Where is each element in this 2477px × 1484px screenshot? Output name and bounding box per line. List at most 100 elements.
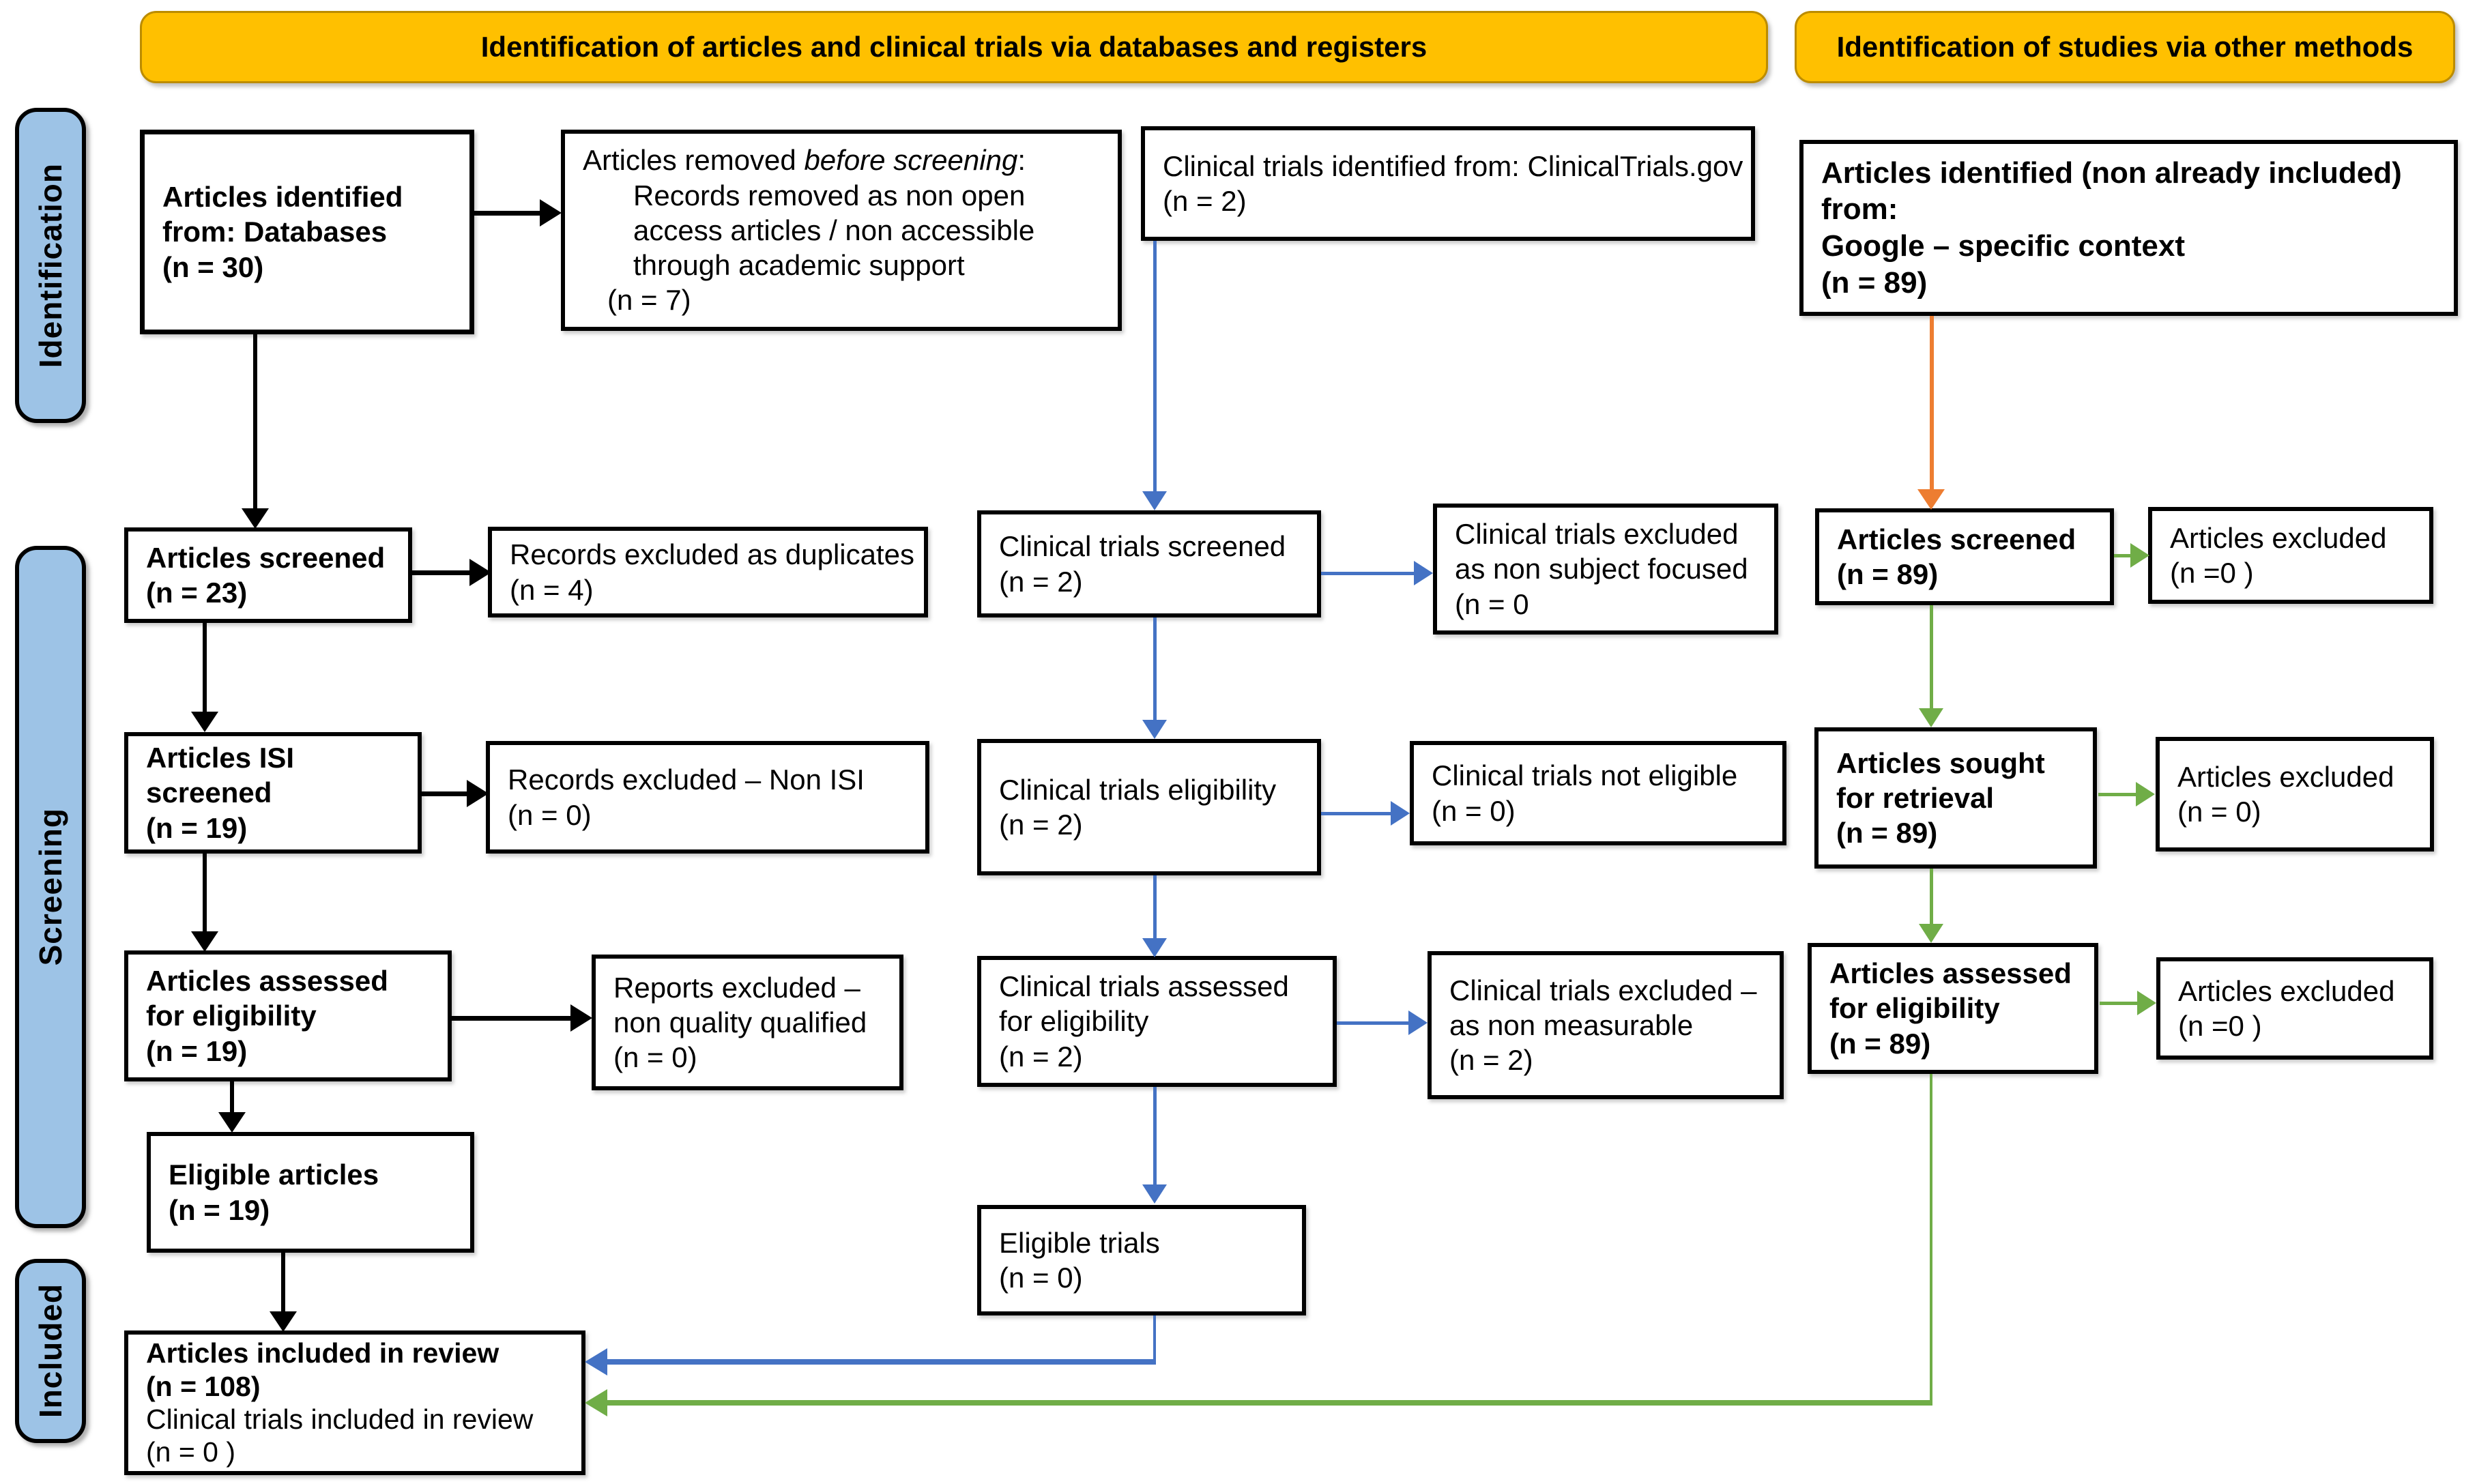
box-line: Articles assessed — [146, 965, 388, 998]
box-line: (n = 0 — [1455, 587, 1529, 620]
box-articles-isi-screened: Articles ISI screened (n = 19) — [124, 732, 422, 854]
box-line: Articles excluded — [2170, 521, 2387, 554]
box-line-part: Articles removed — [583, 144, 805, 177]
arrow-trials-identified-to-screened-line — [1153, 241, 1157, 493]
box-line: Clinical trials assessed — [999, 970, 1289, 1003]
box-trials-screened: Clinical trials screened (n = 2) — [977, 510, 1321, 617]
box-line: Clinical trials included in review — [146, 1403, 534, 1435]
box-line: (n = 89) — [1837, 558, 1939, 590]
box-line: (n = 2) — [999, 565, 1083, 598]
arrow-assessed-to-reports-line — [452, 1016, 572, 1021]
banner-other-methods: Identification of studies via other meth… — [1795, 11, 2455, 83]
arrow-identified-to-removed-line — [474, 211, 541, 216]
box-line: Articles assessed — [1829, 957, 2072, 990]
arrow-assessed-other-to-included-head — [585, 1389, 607, 1416]
box-records-excluded-non-isi: Records excluded – Non ISI (n = 0) — [486, 741, 929, 854]
arrow-eligibility-to-assessed-head — [1142, 938, 1167, 957]
arrow-screened-to-duplicates-head — [469, 559, 491, 586]
arrow-trials-screened-to-excluded-head — [1414, 561, 1433, 585]
box-line: (n = 2) — [1163, 185, 1247, 217]
box-line: Articles screened — [1837, 523, 2076, 555]
box-line: for eligibility — [146, 1000, 317, 1032]
arrow-sought-to-excluded-head — [2136, 782, 2155, 806]
box-eligible-articles: Eligible articles (n = 19) — [147, 1132, 474, 1253]
box-line: (n =0 ) — [2170, 557, 2254, 589]
box-line: Google – specific context — [1821, 229, 2186, 263]
box-articles-screened: Articles screened (n = 23) — [124, 527, 412, 623]
arrow-assessed-other-to-included-line — [606, 1400, 1932, 1406]
box-line: (n = 0) — [613, 1041, 697, 1074]
box-line: screened — [146, 776, 272, 809]
box-trials-excluded-non-measurable: Clinical trials excluded – as non measur… — [1428, 951, 1784, 1099]
arrow-identified-to-removed-head — [540, 199, 562, 227]
stage-label-included: Included — [15, 1259, 86, 1443]
box-line: (n = 7) — [607, 284, 691, 317]
arrow-isi-to-assessed-line — [203, 854, 207, 933]
box-line: (n = 108) — [146, 1370, 261, 1402]
box-line: non quality qualified — [613, 1006, 867, 1038]
box-line: (n = 0 ) — [146, 1436, 236, 1468]
arrow-identified-to-screened-head — [242, 508, 269, 529]
box-trials-excluded-non-subject: Clinical trials excluded as non subject … — [1433, 504, 1778, 635]
box-trials-assessed: Clinical trials assessed for eligibility… — [977, 956, 1337, 1087]
box-included-review: Articles included in review (n = 108) Cl… — [124, 1330, 585, 1475]
box-articles-identified: Articles identified from: Databases (n =… — [140, 130, 474, 334]
arrow-identified-other-to-screened-line — [1930, 316, 1934, 491]
box-line: Articles excluded — [2178, 974, 2395, 1007]
box-line: (n = 89) — [1829, 1027, 1931, 1060]
arrow-identified-to-screened-line — [253, 334, 257, 510]
box-line: (n = 30) — [162, 250, 264, 283]
banner-other-methods-label: Identification of studies via other meth… — [1836, 31, 2414, 63]
box-articles-assessed-other: Articles assessed for eligibility (n = 8… — [1808, 943, 2098, 1074]
box-line: (n = 89) — [1836, 817, 1938, 849]
box-line: Articles identified (non already include… — [1821, 156, 2402, 227]
box-line: (n = 2) — [999, 809, 1083, 841]
box-line: Records excluded as duplicates — [510, 538, 915, 571]
box-line: Articles included in review — [146, 1337, 499, 1369]
box-line: (n = 19) — [169, 1193, 270, 1226]
arrow-assessed-other-to-excluded-line — [2100, 1002, 2139, 1005]
arrow-screened-other-to-sought-head — [1919, 708, 1943, 727]
box-line: Clinical trials identified from: Clinica… — [1163, 149, 1743, 182]
box-line: (n = 4) — [510, 573, 594, 606]
box-line-italic: before screening — [804, 144, 1018, 177]
stage-label-included-text: Included — [33, 1283, 68, 1418]
box-line: (n = 0) — [999, 1262, 1083, 1294]
arrow-trials-identified-to-screened-head — [1142, 491, 1167, 510]
arrow-trials-screened-to-eligibility-head — [1142, 720, 1167, 739]
box-line: (n = 89) — [1821, 265, 1928, 300]
box-line: (n = 2) — [999, 1040, 1083, 1073]
banner-databases-label: Identification of articles and clinical … — [480, 31, 1428, 63]
box-line: Eligible trials — [999, 1226, 1160, 1259]
box-records-excluded-duplicates: Records excluded as duplicates (n = 4) — [488, 527, 928, 617]
arrow-screened-to-isi-line — [203, 623, 207, 713]
box-line: (n = 23) — [146, 577, 248, 609]
box-line: (n =0 ) — [2178, 1010, 2262, 1042]
box-trials-eligibility: Clinical trials eligibility (n = 2) — [977, 739, 1321, 875]
box-line: through academic support — [633, 249, 965, 282]
box-line: for eligibility — [1829, 992, 2000, 1025]
arrow-trials-assessed-to-eligible-head — [1142, 1184, 1167, 1204]
arrow-articles-screened-other-to-excluded-line — [2114, 554, 2132, 557]
box-line: (n = 19) — [146, 1034, 248, 1067]
box-articles-excluded-2: Articles excluded (n = 0) — [2156, 737, 2434, 852]
box-line: Articles excluded — [2177, 760, 2394, 793]
box-line: (n = 2) — [1449, 1044, 1533, 1077]
arrow-trials-screened-to-excluded-line — [1321, 572, 1415, 575]
box-line: from: Databases — [162, 216, 388, 248]
arrow-eligibility-to-not-eligible-head — [1391, 801, 1410, 826]
box-line: Reports excluded – — [613, 971, 860, 1004]
arrow-assessed-to-eligible-head — [218, 1112, 246, 1133]
box-reports-excluded: Reports excluded – non quality qualified… — [592, 955, 903, 1090]
arrow-sought-to-assessed-line — [1930, 869, 1933, 925]
box-line: Articles identified — [162, 181, 403, 214]
box-line: Articles sought — [1836, 746, 2045, 779]
box-line: Eligible articles — [169, 1159, 379, 1191]
arrow-assessed-to-eligible-line — [230, 1081, 234, 1114]
box-eligible-trials: Eligible trials (n = 0) — [977, 1205, 1306, 1315]
box-line: for retrieval — [1836, 781, 1995, 814]
box-trials-identified: Clinical trials identified from: Clinica… — [1141, 126, 1755, 241]
box-line: Clinical trials screened — [999, 530, 1286, 563]
box-line: (n = 19) — [146, 811, 248, 844]
